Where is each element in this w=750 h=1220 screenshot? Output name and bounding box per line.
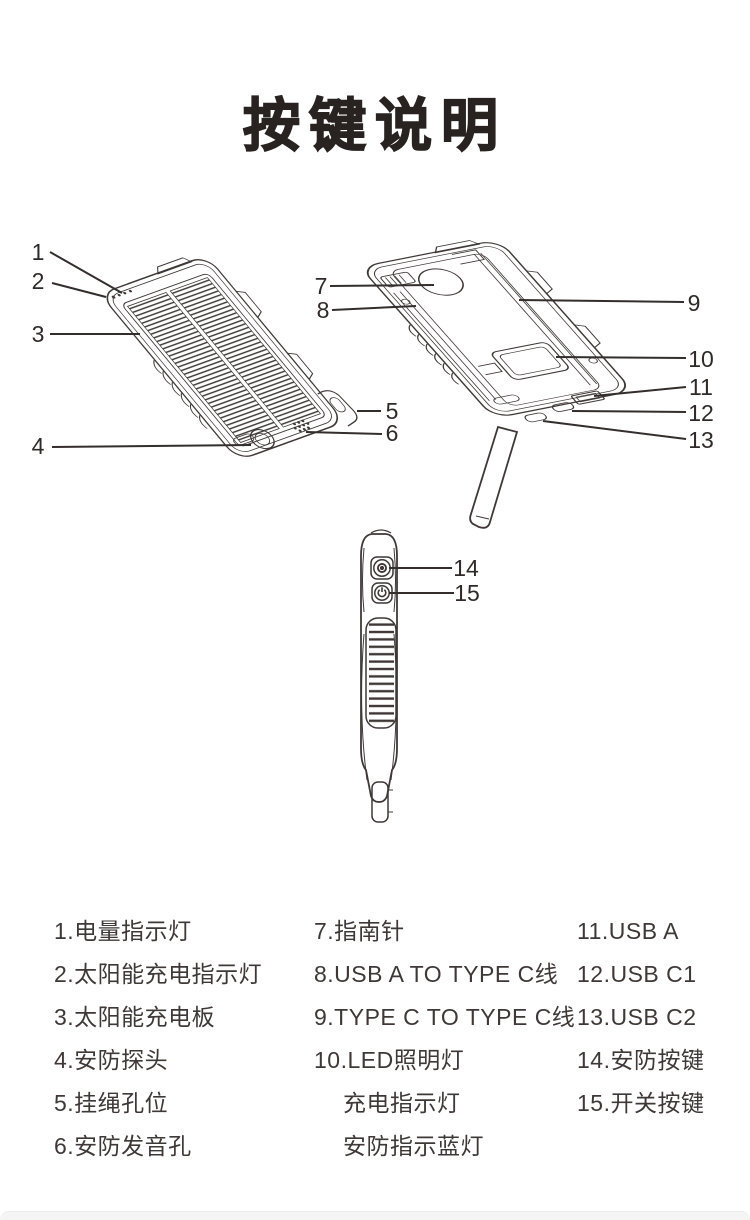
callout-9-line [518,299,685,303]
security-speaker-holes [292,419,311,433]
callout-5: 5 [386,398,399,424]
side-contour-3 [361,633,368,781]
front-right-bumper-1 [235,290,262,318]
callout-3: 3 [32,321,45,347]
legend-item: 13.USB C2 [577,1004,697,1030]
callout-11: 11 [689,374,713,400]
callout-6-line [305,431,383,435]
usb-c2-port [524,412,547,423]
callout-4: 4 [32,433,45,459]
kickstand [469,425,519,529]
callout-9: 9 [688,290,701,316]
legend-item: 7.指南针 [314,918,405,944]
callout-8: 8 [317,297,330,323]
side-grip-ribs [365,617,397,729]
legend-item: 安防指示蓝灯 [343,1133,484,1159]
compass [417,268,464,296]
usb-a-cable-connector [380,271,416,288]
back-grip-fins [408,324,460,385]
front-bottom-slot [233,433,255,446]
front-top-bumper [157,257,193,275]
legend-item: 12.USB C1 [577,961,697,987]
legend-item: 15.开关按键 [577,1090,705,1116]
callout-12-line [571,410,687,413]
callout-13-line [542,420,687,440]
legend-item: 6.安防发音孔 [54,1133,192,1159]
legend-item: 14.安防按键 [577,1047,705,1073]
screw-1 [401,298,411,305]
legend-item: 8.USB A TO TYPE C线 [314,961,559,987]
back-body [366,242,627,416]
usb-c1-port [551,402,575,412]
callout-numbers: 1 2 3 4 5 6 7 8 9 10 11 12 13 14 15 [32,239,714,606]
device-front-illustration [106,257,358,457]
type-c-to-type-c-cable [473,252,598,386]
led-light [491,342,569,380]
front-body [106,259,339,457]
front-right-bumper-2 [287,352,314,380]
legend-item: 10.LED照明灯 [314,1047,465,1073]
callout-lines [49,251,687,594]
device-back-illustration [366,240,627,423]
side-foot [371,781,393,823]
callout-10: 10 [688,346,714,372]
back-inner-rim [373,246,619,412]
callout-1-line [49,251,123,294]
legend-column-1: 1.电量指示灯 2.太阳能充电指示灯 3.太阳能充电板 4.安防探头 5.挂绳孔… [54,920,262,1158]
front-grip-fins [153,360,208,429]
side-contour-1 [362,547,365,613]
legend-item: 2.太阳能充电指示灯 [54,961,263,987]
legend-item: 1.电量指示灯 [54,918,192,944]
callout-12: 12 [688,400,714,426]
callout-1: 1 [32,239,45,265]
legend-item: 11.USB A [577,918,680,944]
front-inner-rim [112,263,332,452]
callout-11-line [593,386,687,397]
callout-10-line [555,356,687,359]
callout-14: 14 [453,555,479,581]
back-right-bumper-1 [526,270,553,294]
callout-2-line [51,282,107,298]
legend-column-3: 11.USB A 12.USB C1 13.USB C2 14.安防按键 15.… [577,920,704,1115]
security-probe [249,429,275,450]
device-side-illustration [360,529,398,823]
next-section-divider [0,1211,750,1220]
back-right-bumper-2 [574,324,601,348]
back-top-bumper [434,240,481,254]
hanger-hook-top [451,249,486,265]
page-title: 按键说明 [242,93,507,159]
hanger-hook-bottom [477,362,503,376]
callout-7-line [329,284,435,287]
battery-indicator-leds [111,289,132,299]
callout-8-line [331,305,417,311]
legend-item: 9.TYPE C TO TYPE C线 [314,1004,576,1030]
callout-13: 13 [688,427,714,453]
back-recess [392,253,600,406]
back-bottom-slot [493,394,520,405]
callout-6: 6 [386,420,399,446]
side-contour-2 [393,547,396,613]
legend-item: 4.安防探头 [54,1047,169,1073]
legend-item: 充电指示灯 [343,1090,461,1116]
legend-item: 3.太阳能充电板 [54,1004,216,1030]
legend-item: 5.挂绳孔位 [54,1090,169,1116]
callout-4-line [51,444,252,448]
usb-a-to-type-c-cable [393,291,497,401]
legend-column-2: 7.指南针 8.USB A TO TYPE C线 9.TYPE C TO TYP… [314,920,575,1158]
callout-2: 2 [32,268,45,294]
callout-7: 7 [315,273,328,299]
callout-15: 15 [454,580,480,606]
side-top-cap [370,529,392,534]
solar-panel [123,273,325,447]
lanyard-hook [317,390,358,427]
